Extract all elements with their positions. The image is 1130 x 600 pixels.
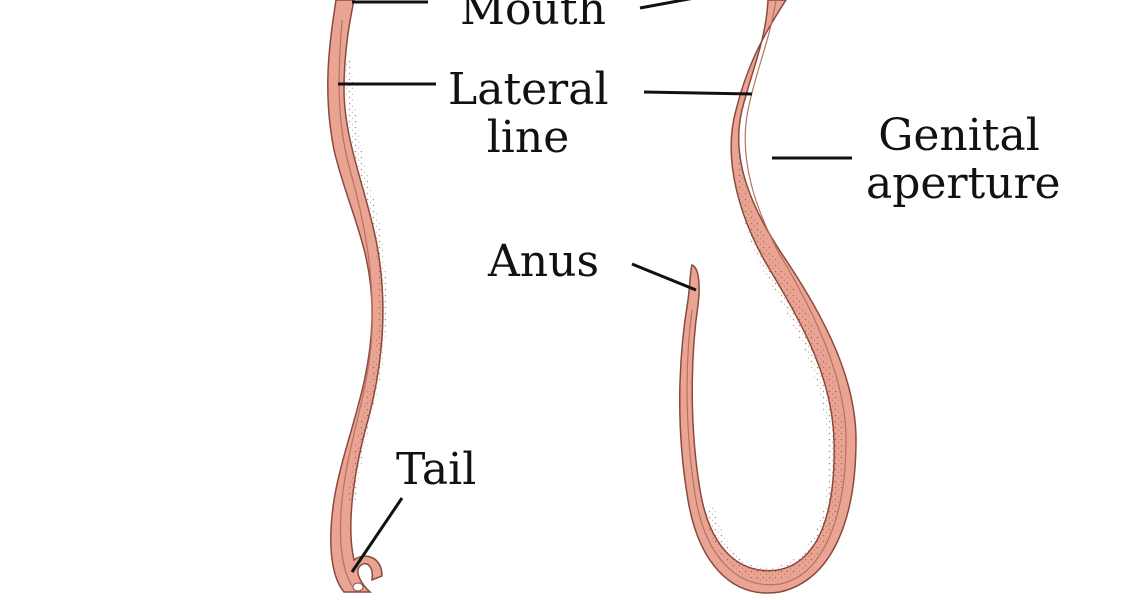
left-lateral-line [338,19,373,587]
tail-label: Tail [396,444,477,495]
left-worm-body [327,0,384,593]
leader-lines [338,0,852,573]
lateral-line-label-line2: line [486,112,570,163]
lateral-line-label-line1: Lateral [448,64,609,115]
tail-tip [352,582,364,592]
genital-aperture-label-line1: Genital [878,110,1040,161]
lateral-line-label: Lateral line [448,64,609,163]
right-worm-shading [704,120,844,582]
right-lateral-line [686,0,847,586]
left-worm-shading [345,60,387,500]
left-worm [327,0,387,593]
tail-leader [350,497,404,573]
mouth-label: Mouth [460,0,606,35]
lateral-line-leader-right [643,90,753,96]
anus-leader [631,262,697,292]
anus-label: Anus [488,236,600,287]
genital-aperture-label-line2: aperture [866,158,1061,209]
right-worm [678,0,857,594]
genital-aperture-label: Genital aperture [866,110,1061,209]
mouth-leader-right [639,0,692,10]
